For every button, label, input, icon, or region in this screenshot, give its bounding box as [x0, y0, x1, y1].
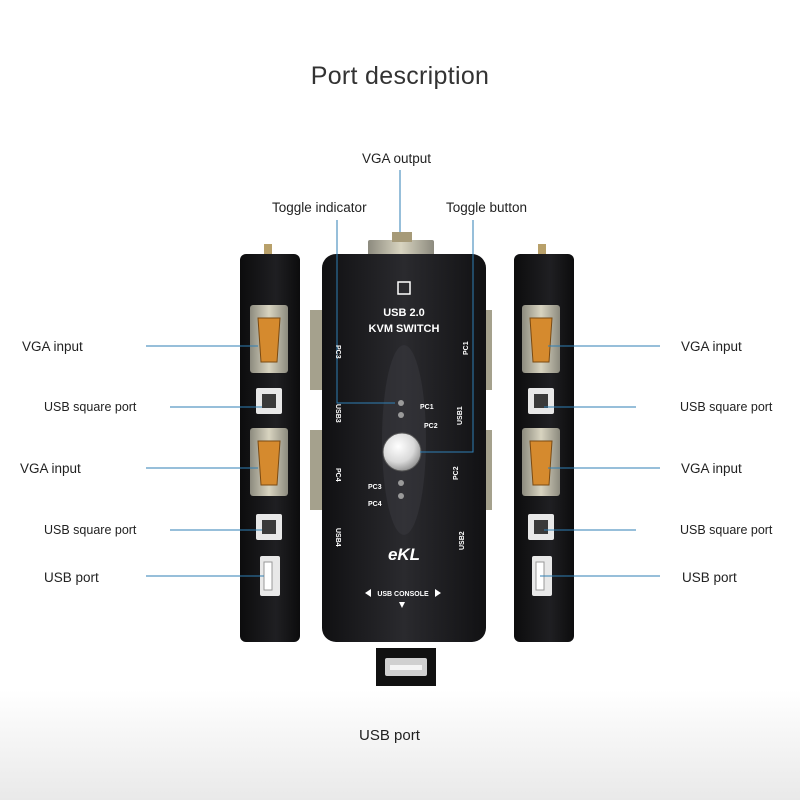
leader-lines	[146, 170, 660, 577]
label-left-usb-square-port-1: USB square port	[44, 400, 137, 414]
device-side-label-pc3: PC3	[334, 345, 341, 359]
device-label-pc4: PC4	[368, 501, 382, 508]
device-label-pc2: PC2	[424, 423, 438, 430]
label-right-usb-square-port-1: USB square port	[680, 400, 773, 414]
left-vga-port-1	[250, 305, 288, 373]
device-side-label-pc2: PC2	[453, 466, 460, 480]
indicator-pc4-icon	[398, 493, 404, 499]
device-label-pc3: PC3	[368, 484, 382, 491]
toggle-button-icon	[382, 432, 422, 472]
device-console-label: USB CONSOLE	[377, 591, 429, 598]
label-right-vga-input-2: VGA input	[681, 461, 742, 476]
device-label-pc1: PC1	[420, 404, 434, 411]
device-text-line2: KVM SWITCH	[369, 323, 440, 335]
right-usb-square-port-1	[528, 388, 554, 414]
indicator-pc3-icon	[398, 480, 404, 486]
console-down-arrow-icon	[399, 602, 405, 608]
label-toggle-indicator: Toggle indicator	[272, 200, 367, 215]
label-left-usb-port: USB port	[44, 570, 99, 585]
leader-toggle-indicator	[336, 220, 395, 404]
device-text-line1: USB 2.0	[383, 307, 425, 319]
console-left-arrow-icon	[365, 589, 371, 597]
console-right-arrow-icon	[435, 589, 441, 597]
usb-logo-icon	[397, 281, 411, 295]
left-screw	[264, 244, 272, 254]
center-device	[310, 232, 492, 642]
right-vga-port-2	[522, 428, 560, 496]
label-left-usb-square-port-2: USB square port	[44, 523, 137, 537]
page-title: Port description	[310, 62, 490, 90]
label-left-vga-input-2: VGA input	[20, 461, 81, 476]
right-side-panel	[514, 244, 574, 642]
left-usb-square-port-1	[256, 388, 282, 414]
bottom-usb-port-image	[376, 648, 436, 686]
left-vga-port-2	[250, 428, 288, 496]
vga-output-connector	[368, 232, 434, 258]
device-brand-logo: eKL	[388, 545, 420, 564]
device-side-label-usb2: USB2	[459, 531, 466, 550]
right-screw	[538, 244, 546, 254]
device-side-label-pc1: PC1	[463, 341, 470, 355]
left-usb-square-port-2	[256, 514, 282, 540]
leader-toggle-button	[420, 220, 474, 453]
device-side-label-pc4: PC4	[334, 468, 341, 482]
right-vga-port-1	[522, 305, 560, 373]
label-bottom-usb-port: USB port	[359, 727, 420, 744]
right-usb-square-port-2	[528, 514, 554, 540]
background-fade	[0, 690, 800, 800]
device-side-label-usb1: USB1	[457, 406, 464, 425]
left-side-panel	[240, 244, 300, 642]
left-peek-connector-2	[310, 430, 324, 510]
label-left-vga-input-1: VGA input	[22, 339, 83, 354]
left-peek-connector-1	[310, 310, 324, 390]
label-toggle-button: Toggle button	[446, 200, 528, 215]
indicator-pc1-icon	[398, 400, 404, 406]
device-side-label-usb3: USB3	[334, 404, 341, 423]
device-side-label-usb4: USB4	[334, 528, 341, 547]
label-vga-output: VGA output	[362, 151, 432, 166]
indicator-pc2-icon	[398, 412, 404, 418]
label-right-vga-input-1: VGA input	[681, 339, 742, 354]
label-right-usb-port: USB port	[682, 570, 737, 585]
label-right-usb-square-port-2: USB square port	[680, 523, 773, 537]
